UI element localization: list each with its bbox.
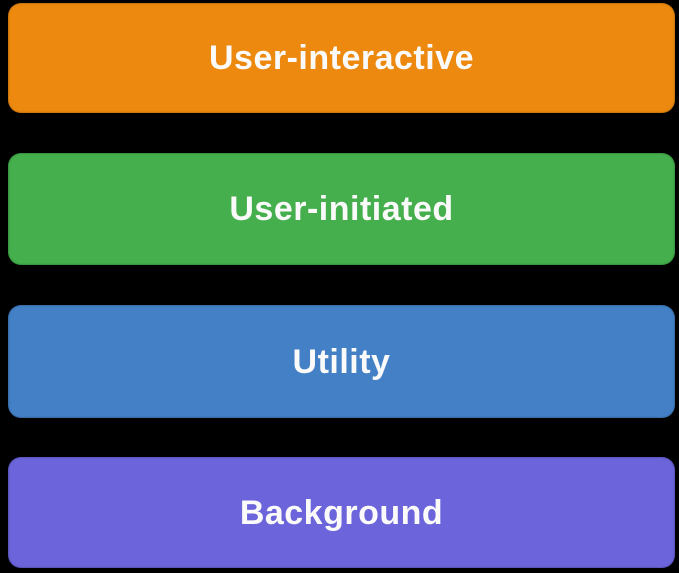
qos-bar-label-user-interactive: User-interactive: [208, 39, 474, 77]
qos-bar-label-background: Background: [239, 493, 444, 532]
qos-bar-background: Background: [8, 457, 675, 568]
qos-bar-user-interactive: User-interactive: [8, 3, 675, 113]
qos-bar-label-utility: Utility: [292, 342, 391, 381]
qos-bar-user-initiated: User-initiated: [8, 153, 675, 265]
qos-bar-utility: Utility: [8, 305, 675, 418]
qos-bar-label-user-initiated: User-initiated: [229, 190, 454, 228]
